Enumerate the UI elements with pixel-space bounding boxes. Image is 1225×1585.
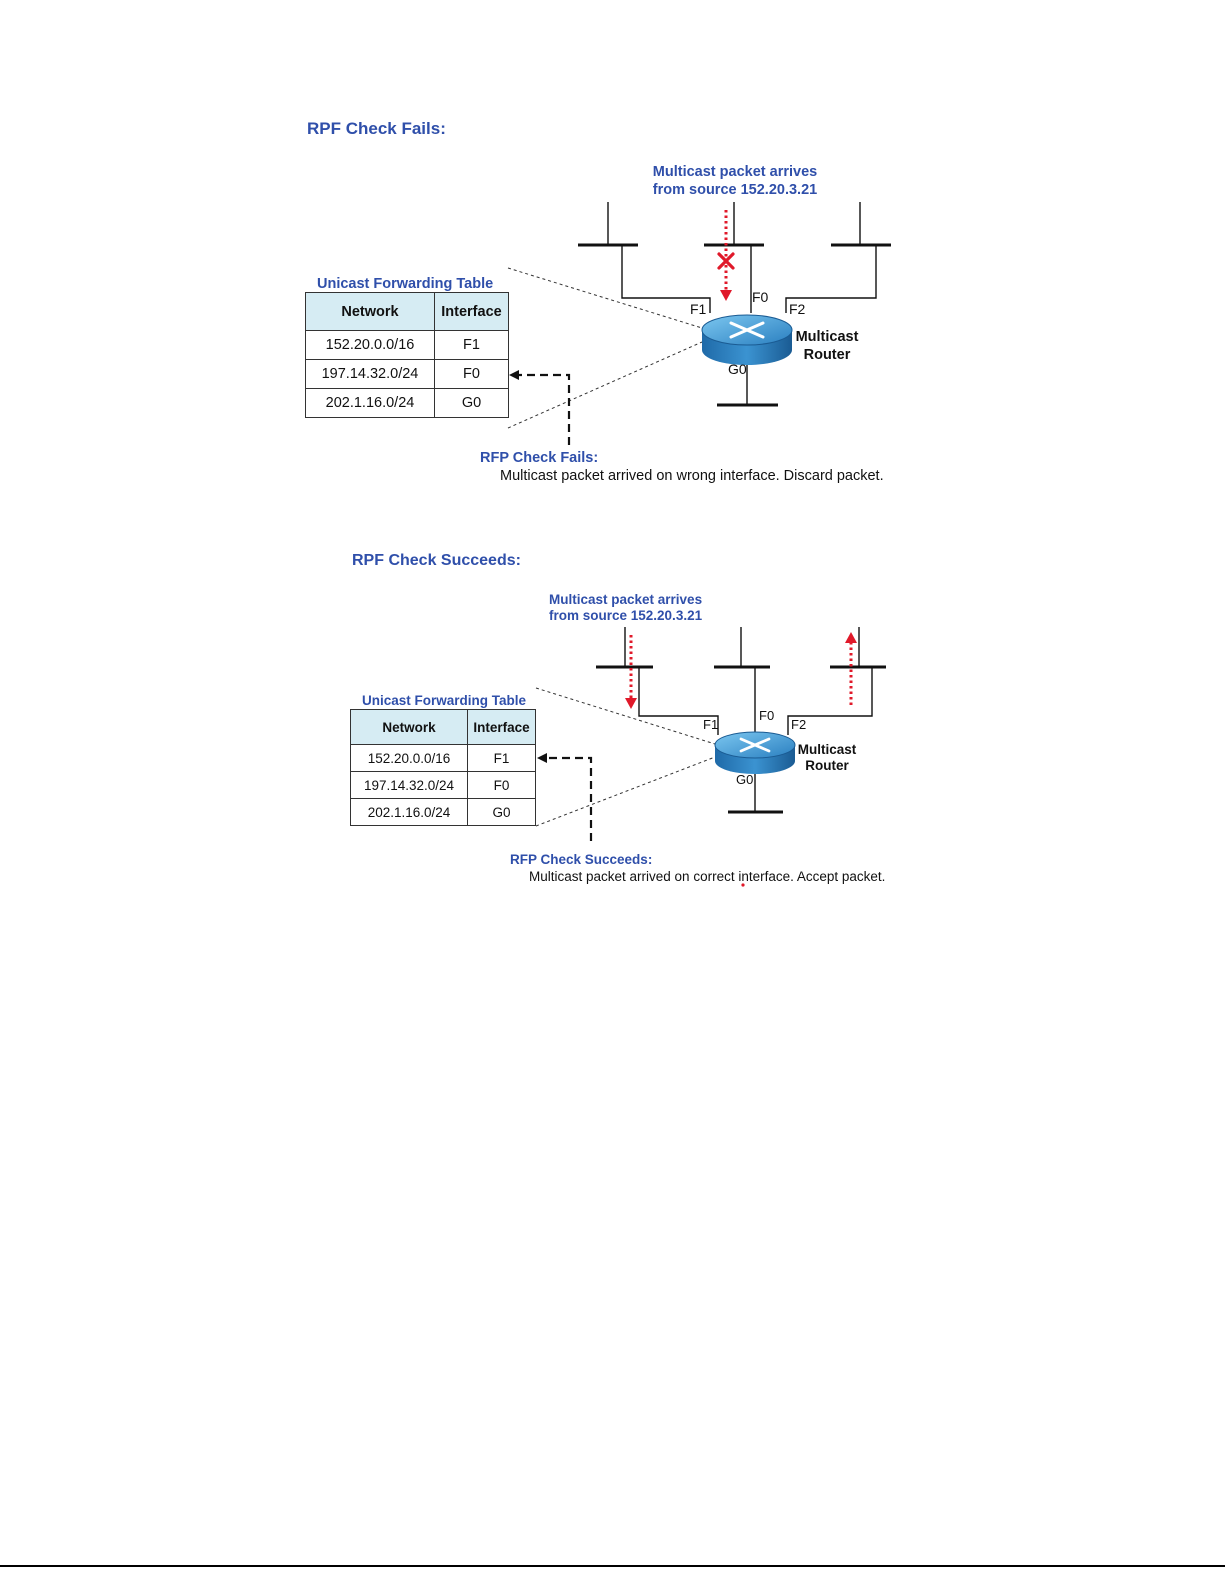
port-f0: F0 xyxy=(759,708,774,723)
router-label-line1: Multicast xyxy=(796,329,859,345)
page-footer-rule xyxy=(0,1565,1225,1567)
result-title: RFP Check Succeeds: xyxy=(510,852,652,867)
result-title: RFP Check Fails: xyxy=(480,450,598,466)
lookup-pointer xyxy=(509,370,571,445)
result-text: Multicast packet arrived on correct inte… xyxy=(529,869,885,884)
port-f0: F0 xyxy=(752,289,769,305)
incoming-packet-arrow xyxy=(625,635,637,709)
cell-interface: F0 xyxy=(434,359,509,389)
table-row: 152.20.0.0/16 F1 xyxy=(305,330,509,360)
network-links xyxy=(578,202,891,407)
table-callout-lines xyxy=(507,267,703,429)
header-network: Network xyxy=(305,292,435,331)
port-f2: F2 xyxy=(791,717,806,732)
table-title: Unicast Forwarding Table xyxy=(362,693,527,708)
arrival-label-line2: from source 152.20.3.21 xyxy=(549,608,703,623)
cell-network: 202.1.16.0/24 xyxy=(350,798,468,826)
cell-network: 152.20.0.0/16 xyxy=(305,330,435,360)
rpf-succeeds-panel: RPF Check Succeeds: Multicast packet arr… xyxy=(340,545,952,900)
lookup-pointer xyxy=(537,753,593,841)
router-icon xyxy=(701,314,793,365)
cell-interface: F1 xyxy=(467,744,536,772)
table-row: 202.1.16.0/24 G0 xyxy=(305,388,509,418)
x-mark-icon xyxy=(717,252,735,270)
port-f1: F1 xyxy=(703,717,718,732)
cell-network: 197.14.32.0/24 xyxy=(305,359,435,389)
router-icon xyxy=(714,731,796,774)
cell-network: 152.20.0.0/16 xyxy=(350,744,468,772)
result-text: Multicast packet arrived on wrong interf… xyxy=(500,468,884,484)
arrival-label-line1: Multicast packet arrives xyxy=(549,592,702,607)
header-interface: Interface xyxy=(434,292,509,331)
port-g0: G0 xyxy=(728,361,747,377)
panel-heading: RPF Check Fails: xyxy=(307,119,446,138)
cell-interface: F0 xyxy=(467,771,536,799)
outgoing-packet-arrow xyxy=(845,632,857,708)
unicast-forwarding-table: Network Interface 152.20.0.0/16 F1 197.1… xyxy=(305,292,509,418)
cell-network: 202.1.16.0/24 xyxy=(305,388,435,418)
arrival-label-line2: from source 152.20.3.21 xyxy=(653,182,817,198)
router-label-line2: Router xyxy=(805,758,849,773)
red-dot xyxy=(741,883,745,887)
table-title: Unicast Forwarding Table xyxy=(317,276,493,292)
cell-interface: F1 xyxy=(434,330,509,360)
table-header-row: Network Interface xyxy=(350,709,536,745)
table-row: 197.14.32.0/24 F0 xyxy=(305,359,509,389)
cell-network: 197.14.32.0/24 xyxy=(350,771,468,799)
incoming-packet-arrow xyxy=(720,210,732,301)
table-row: 152.20.0.0/16 F1 xyxy=(350,744,536,772)
arrival-label-line1: Multicast packet arrives xyxy=(653,164,817,180)
unicast-forwarding-table: Network Interface 152.20.0.0/16 F1 197.1… xyxy=(350,709,536,826)
rpf-succeeds-diagram: RPF Check Succeeds: Multicast packet arr… xyxy=(352,552,886,887)
cell-interface: G0 xyxy=(434,388,509,418)
table-callout-lines xyxy=(535,687,716,827)
cell-interface: G0 xyxy=(467,798,536,826)
panel-heading: RPF Check Succeeds: xyxy=(352,552,521,569)
header-network: Network xyxy=(350,709,468,745)
port-g0: G0 xyxy=(736,772,753,787)
port-f2: F2 xyxy=(789,301,806,317)
router-label-line2: Router xyxy=(804,347,851,363)
table-header-row: Network Interface xyxy=(305,292,509,331)
header-interface: Interface xyxy=(467,709,536,745)
table-row: 197.14.32.0/24 F0 xyxy=(350,771,536,799)
port-f1: F1 xyxy=(690,301,707,317)
table-row: 202.1.16.0/24 G0 xyxy=(350,798,536,826)
rpf-fails-panel: RPF Check Fails: Multicast packet arrive… xyxy=(290,110,958,505)
network-links xyxy=(596,627,886,814)
rpf-fails-diagram: RPF Check Fails: Multicast packet arrive… xyxy=(307,119,891,484)
router-label-line1: Multicast xyxy=(798,742,857,757)
